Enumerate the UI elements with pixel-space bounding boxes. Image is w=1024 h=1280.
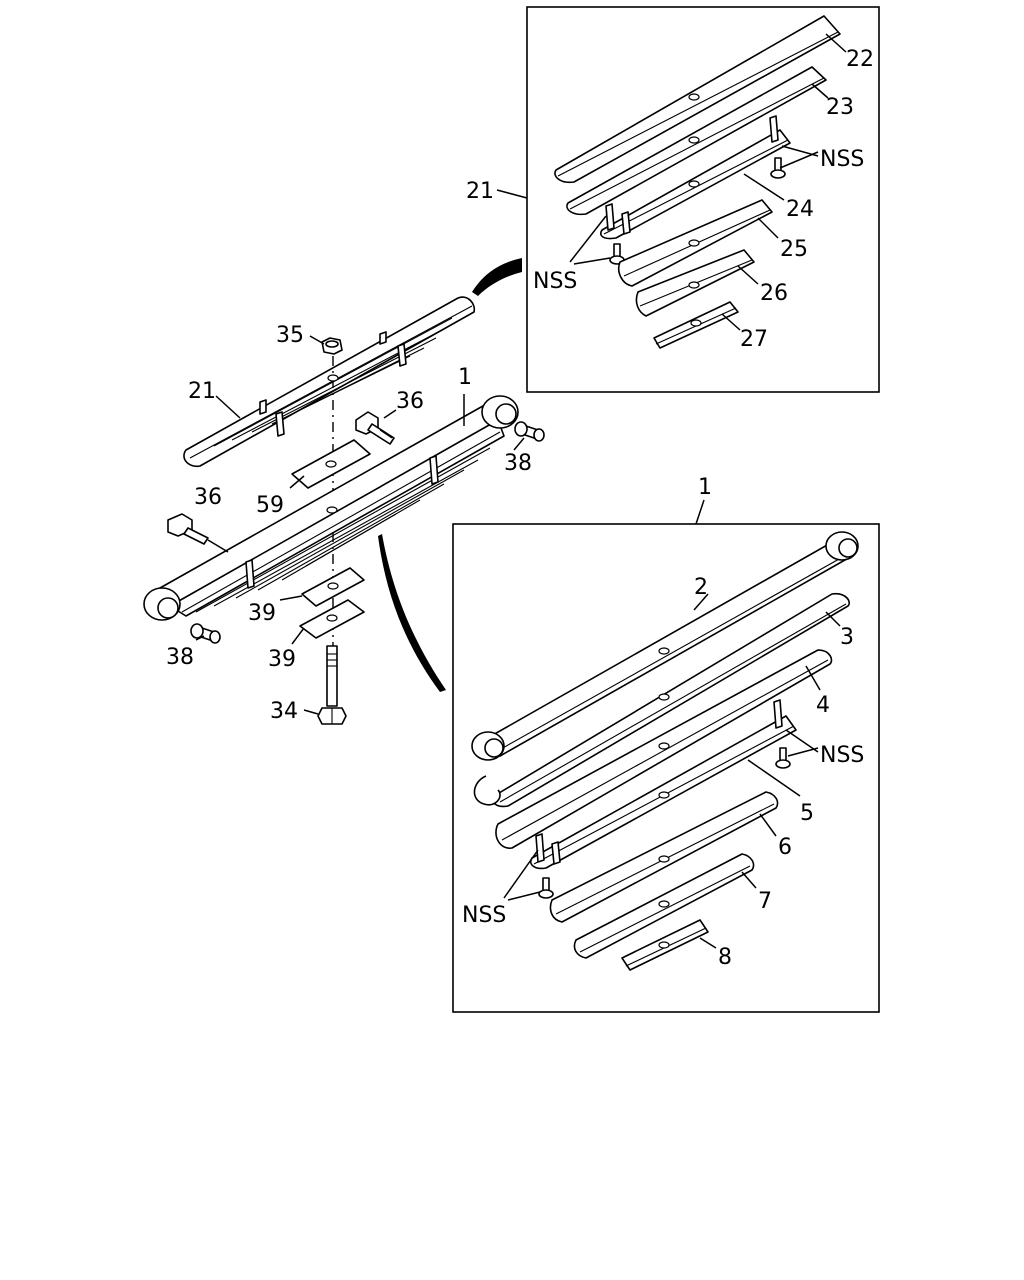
inset-frame-bottom xyxy=(452,523,880,1013)
shim-59 xyxy=(291,439,371,489)
callout-25: 25 xyxy=(780,237,808,262)
leaf-4 xyxy=(495,649,833,849)
callout-21-inset: 21 xyxy=(466,179,494,204)
leaf-23 xyxy=(566,66,827,216)
detail-arrow-icon xyxy=(472,258,522,296)
inset-helper-spring: 22 23 NSS 24 25 26 27 NSS 21 xyxy=(466,6,880,393)
callout-2: 2 xyxy=(694,575,708,600)
callout-35: 35 xyxy=(276,323,304,348)
callout-nss: NSS xyxy=(820,743,864,768)
leaf-7 xyxy=(573,853,755,959)
callout-39: 39 xyxy=(248,601,276,626)
callout-23: 23 xyxy=(826,95,854,120)
callout-1: 1 xyxy=(458,365,472,390)
callout-7: 7 xyxy=(758,889,772,914)
main-assembly: 35 21 36 1 38 59 36 39 39 38 34 xyxy=(143,296,545,725)
leaf-8 xyxy=(621,919,709,971)
callout-3: 3 xyxy=(840,625,854,650)
callout-nss: NSS xyxy=(820,147,864,172)
helper-spring-21 xyxy=(183,296,476,468)
bushing-38-left xyxy=(190,623,221,644)
callout-38: 38 xyxy=(166,645,194,670)
nut-35 xyxy=(321,337,343,355)
callout-6: 6 xyxy=(778,835,792,860)
inset-frame-top xyxy=(526,6,880,393)
callout-5: 5 xyxy=(800,801,814,826)
bolt-36-left xyxy=(167,513,229,553)
callout-nss: NSS xyxy=(533,269,577,294)
callout-nss: NSS xyxy=(462,903,506,928)
leaf-2 xyxy=(471,531,859,761)
callout-26: 26 xyxy=(760,281,788,306)
leaf-25 xyxy=(617,199,773,287)
callout-38: 38 xyxy=(504,451,532,476)
callout-34: 34 xyxy=(270,699,298,724)
callout-4: 4 xyxy=(816,693,830,718)
detail-arrow-icon xyxy=(378,534,446,692)
callout-27: 27 xyxy=(740,327,768,352)
callout-8: 8 xyxy=(718,945,732,970)
callout-36: 36 xyxy=(194,485,222,510)
leaf-26 xyxy=(635,249,755,317)
callout-39: 39 xyxy=(268,647,296,672)
leaf-22 xyxy=(554,15,841,184)
bolt-36-upper xyxy=(355,411,395,445)
bushing-38-right xyxy=(514,421,545,442)
rivet-icon xyxy=(538,877,554,899)
callout-36: 36 xyxy=(396,389,424,414)
callout-59: 59 xyxy=(256,493,284,518)
leaf-3 xyxy=(473,592,850,808)
leaf-6 xyxy=(549,791,779,923)
leaf-27 xyxy=(653,301,739,349)
main-spring-1 xyxy=(143,395,519,621)
plate-39-upper xyxy=(301,567,365,607)
center-bolt-34 xyxy=(317,645,347,725)
leaf-24 xyxy=(600,115,791,240)
inset-main-spring: 1 xyxy=(452,475,880,1013)
rivet-icon xyxy=(775,747,791,769)
callout-1-inset: 1 xyxy=(698,475,712,500)
callout-24: 24 xyxy=(786,197,814,222)
callout-22: 22 xyxy=(846,47,874,72)
callout-21: 21 xyxy=(188,379,216,404)
plate-39-lower xyxy=(299,599,365,639)
rivet-icon xyxy=(770,157,786,179)
